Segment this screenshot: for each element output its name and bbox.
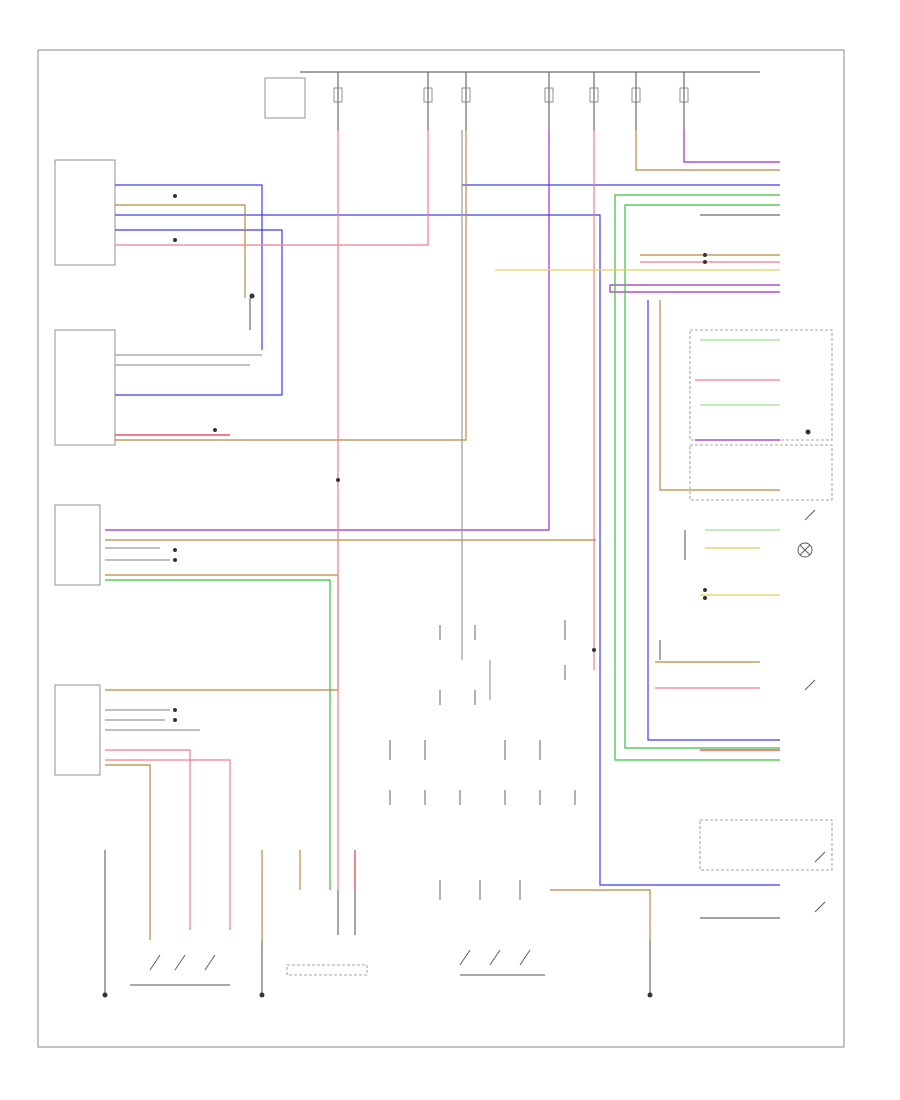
- splice-dot: [703, 596, 707, 600]
- splice-dot: [173, 558, 177, 562]
- splice-dot: [703, 260, 707, 264]
- switch-contact: [174, 954, 186, 971]
- left-module-box-1: [54, 159, 116, 266]
- splice-dot: [592, 648, 596, 652]
- connector-pins: [389, 620, 576, 900]
- wire-violet: [105, 130, 780, 531]
- right-module-box-1: [689, 329, 833, 441]
- ground-symbol: [249, 293, 255, 299]
- fuse-bus-top: [264, 71, 760, 119]
- switch-contact: [149, 954, 161, 971]
- splice-dots: [173, 194, 707, 722]
- ground-symbol: [647, 992, 653, 998]
- splice-dot: [173, 238, 177, 242]
- bottom-module-box: [286, 964, 368, 976]
- splice-dot: [703, 253, 707, 257]
- switch-contact: [804, 509, 816, 521]
- right-module-box-3: [699, 819, 833, 871]
- fuse-icon: [679, 87, 689, 103]
- wire-grey: [105, 130, 491, 731]
- right-module-box-2: [689, 444, 833, 501]
- switch-contact: [489, 949, 501, 966]
- fuse-icon: [333, 87, 343, 103]
- wire-yellow: [495, 269, 780, 596]
- splice-dot: [173, 194, 177, 198]
- fuse-icon: [544, 87, 554, 103]
- fuse-icon: [461, 87, 471, 103]
- diagram-frame: [37, 49, 845, 1048]
- left-module-box-3: [54, 504, 101, 586]
- splice-dot: [703, 588, 707, 592]
- wire-brown: [105, 130, 780, 940]
- wire-pink: [105, 130, 780, 930]
- switch-contact: [204, 954, 216, 971]
- fuse-label-box: [264, 77, 306, 119]
- wire-red: [115, 434, 780, 890]
- splice-dot: [336, 478, 340, 482]
- left-module-box-2: [54, 329, 116, 446]
- ground-symbols: [102, 293, 811, 998]
- switch-contact: [814, 901, 826, 913]
- switch-contact: [519, 949, 531, 966]
- switch-contact: [804, 679, 816, 691]
- ground-symbol: [102, 992, 108, 998]
- splice-dot: [173, 548, 177, 552]
- splice-dot: [173, 708, 177, 712]
- fuse-icon: [589, 87, 599, 103]
- switch-contact: [814, 851, 826, 863]
- fuse-icon: [423, 87, 433, 103]
- wire-green: [105, 194, 780, 890]
- ground-symbol: [259, 992, 265, 998]
- splice-dot: [173, 718, 177, 722]
- fuse-icon: [631, 87, 641, 103]
- switch-contact: [459, 949, 471, 966]
- wire-black: [104, 214, 780, 995]
- fuse-drops: [333, 72, 689, 130]
- ground-symbol: [805, 429, 811, 435]
- wire-blue: [115, 184, 780, 886]
- switch-contacts: [130, 509, 826, 986]
- splice-dot: [213, 428, 217, 432]
- left-module-box-4: [54, 684, 101, 776]
- lamp-symbol: [797, 542, 813, 558]
